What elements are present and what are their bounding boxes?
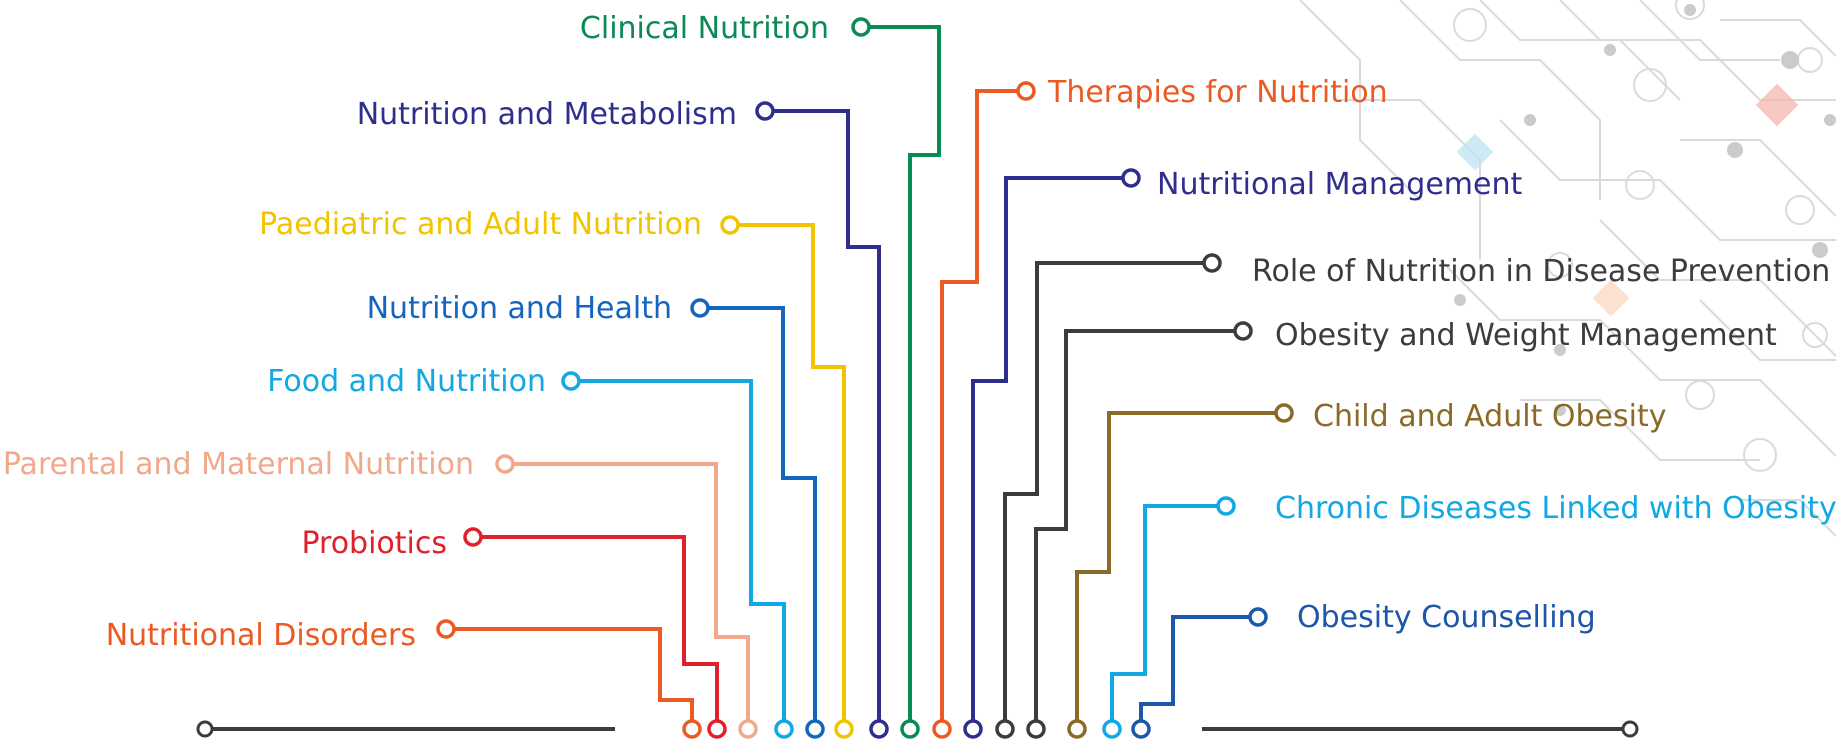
label-dot-nutrition-and-metabolism <box>755 101 775 121</box>
label-obesity-counselling: Obesity Counselling <box>1297 600 1596 635</box>
connector-line-nutrition-and-health <box>700 306 817 729</box>
connector-lines <box>436 17 1294 739</box>
connector-role-of-nutrition-in-disease-prevention <box>995 253 1222 739</box>
connector-line-paediatric-and-adult-nutrition <box>730 223 846 729</box>
label-clinical-nutrition: Clinical Nutrition <box>580 11 829 46</box>
connector-nutrition-and-health <box>690 298 825 739</box>
connector-line-nutritional-management <box>971 176 1131 729</box>
bottom-dot-obesity-counselling <box>1131 719 1151 739</box>
connector-child-and-adult-obesity <box>1067 403 1294 739</box>
connector-chronic-diseases-linked-with-obesity <box>1102 496 1236 739</box>
bottom-dot-nutritional-management <box>963 719 983 739</box>
connector-line-probiotics <box>473 535 719 729</box>
connector-line-nutritional-disorders <box>446 627 694 729</box>
label-dot-clinical-nutrition <box>851 17 871 37</box>
label-dot-parental-and-maternal-nutrition <box>495 454 515 474</box>
connector-line-nutrition-and-metabolism <box>765 109 881 729</box>
label-dot-obesity-counselling <box>1248 607 1268 627</box>
connector-line-chronic-diseases-linked-with-obesity <box>1110 504 1226 729</box>
label-nutritional-management: Nutritional Management <box>1157 167 1522 202</box>
label-nutrition-and-health: Nutrition and Health <box>367 291 672 326</box>
label-dot-probiotics <box>463 527 483 547</box>
bottom-dot-nutrition-and-health <box>805 719 825 739</box>
connector-line-obesity-and-weight-management <box>1034 329 1243 729</box>
circuit-background-decoration <box>1299 0 1836 537</box>
bottom-dot-clinical-nutrition <box>900 719 920 739</box>
bottom-dot-food-and-nutrition <box>774 719 794 739</box>
label-nutritional-disorders: Nutritional Disorders <box>106 618 416 653</box>
baseline-right-end-dot <box>1621 720 1639 738</box>
label-dot-nutrition-and-health <box>690 298 710 318</box>
label-food-and-nutrition: Food and Nutrition <box>267 364 546 399</box>
bottom-dot-paediatric-and-adult-nutrition <box>834 719 854 739</box>
bottom-dot-role-of-nutrition-in-disease-prevention <box>995 719 1015 739</box>
peach-diamond-decoration <box>1592 279 1630 317</box>
label-child-and-adult-obesity: Child and Adult Obesity <box>1313 399 1666 434</box>
label-chronic-diseases-linked-with-obesity: Chronic Diseases Linked with Obesity <box>1275 491 1836 526</box>
label-dot-chronic-diseases-linked-with-obesity <box>1216 496 1236 516</box>
connector-line-role-of-nutrition-in-disease-prevention <box>1003 261 1212 729</box>
connector-obesity-and-weight-management <box>1026 321 1253 739</box>
connector-nutrition-and-metabolism <box>755 101 889 739</box>
connector-parental-and-maternal-nutrition <box>495 454 758 739</box>
connector-paediatric-and-adult-nutrition <box>720 215 854 739</box>
connector-clinical-nutrition <box>851 17 941 739</box>
connector-obesity-counselling <box>1131 607 1268 739</box>
bottom-dot-nutritional-disorders <box>682 719 702 739</box>
bottom-dot-obesity-and-weight-management <box>1026 719 1046 739</box>
label-paediatric-and-adult-nutrition: Paediatric and Adult Nutrition <box>259 207 702 242</box>
label-parental-and-maternal-nutrition: Parental and Maternal Nutrition <box>3 447 474 482</box>
connector-therapies-for-nutrition <box>932 81 1036 739</box>
blue-diamond-decoration <box>1456 133 1494 171</box>
label-dot-child-and-adult-obesity <box>1274 403 1294 423</box>
label-therapies-for-nutrition: Therapies for Nutrition <box>1047 75 1388 110</box>
connector-probiotics <box>463 527 727 739</box>
label-probiotics: Probiotics <box>301 526 447 561</box>
connector-line-clinical-nutrition <box>861 25 941 729</box>
bottom-dot-parental-and-maternal-nutrition <box>738 719 758 739</box>
connector-line-child-and-adult-obesity <box>1075 411 1284 729</box>
baseline-left-end-dot <box>196 720 214 738</box>
label-dot-nutritional-management <box>1121 168 1141 188</box>
connector-food-and-nutrition <box>561 371 794 739</box>
label-role-of-nutrition-in-disease-prevention: Role of Nutrition in Disease Prevention <box>1252 254 1830 289</box>
connector-line-parental-and-maternal-nutrition <box>505 462 750 729</box>
connector-line-food-and-nutrition <box>571 379 786 729</box>
bottom-dot-nutrition-and-metabolism <box>869 719 889 739</box>
bottom-dot-probiotics <box>707 719 727 739</box>
connector-nutritional-management <box>963 168 1141 739</box>
label-nutrition-and-metabolism: Nutrition and Metabolism <box>357 97 737 132</box>
label-dot-obesity-and-weight-management <box>1233 321 1253 341</box>
bottom-dot-chronic-diseases-linked-with-obesity <box>1102 719 1122 739</box>
bottom-dot-child-and-adult-obesity <box>1067 719 1087 739</box>
label-dot-role-of-nutrition-in-disease-prevention <box>1202 253 1222 273</box>
label-dot-paediatric-and-adult-nutrition <box>720 215 740 235</box>
label-obesity-and-weight-management: Obesity and Weight Management <box>1275 318 1777 353</box>
label-dot-therapies-for-nutrition <box>1016 81 1036 101</box>
label-dot-food-and-nutrition <box>561 371 581 391</box>
bottom-dot-therapies-for-nutrition <box>932 719 952 739</box>
connector-line-obesity-counselling <box>1139 615 1258 729</box>
pink-diamond-decoration <box>1755 83 1799 127</box>
connector-line-therapies-for-nutrition <box>940 89 1026 729</box>
connector-nutritional-disorders <box>436 619 702 739</box>
label-dot-nutritional-disorders <box>436 619 456 639</box>
